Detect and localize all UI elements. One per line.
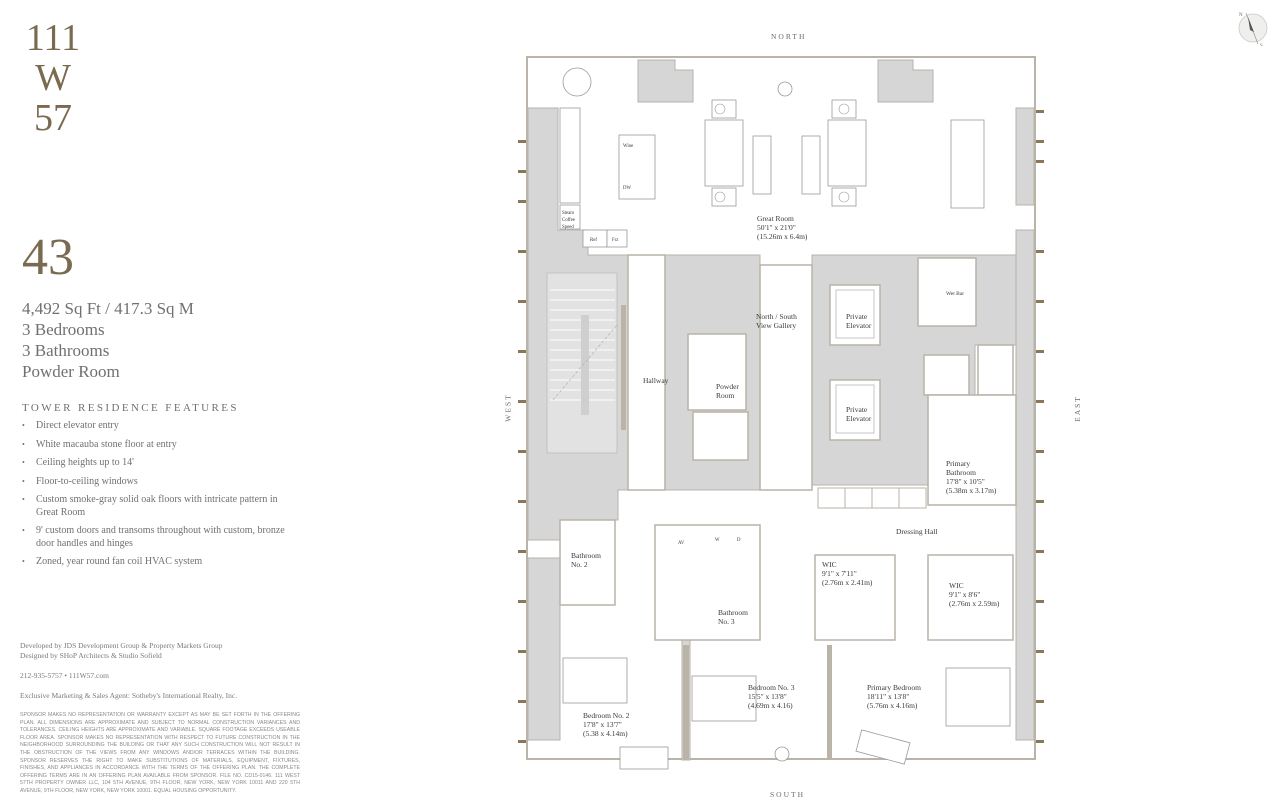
svg-text:17'8" x 10'5": 17'8" x 10'5" [946, 477, 985, 486]
svg-text:Great Room: Great Room [757, 214, 794, 223]
svg-text:Elevator: Elevator [846, 414, 872, 423]
svg-text:50'1" x 21'0": 50'1" x 21'0" [757, 223, 796, 232]
svg-text:View Gallery: View Gallery [756, 321, 796, 330]
credit-contact: 212-935-5757 • 111W57.com [20, 671, 109, 680]
svg-text:WIC: WIC [822, 560, 837, 569]
svg-text:Speed: Speed [562, 225, 574, 230]
svg-text:Bathroom: Bathroom [946, 468, 976, 477]
svg-text:Private: Private [846, 312, 868, 321]
svg-text:9'1" x 8'6": 9'1" x 8'6" [949, 590, 980, 599]
brand-line-2: W [35, 57, 71, 99]
feature-item: Direct elevator entry [22, 420, 292, 433]
svg-text:(2.76m x 2.41m): (2.76m x 2.41m) [822, 578, 873, 587]
unit-bedrooms: 3 Bedrooms [22, 320, 105, 339]
feature-item: Ceiling heights up to 14' [22, 457, 292, 470]
svg-text:Private: Private [846, 405, 868, 414]
unit-specs: 4,492 Sq Ft / 417.3 Sq M 3 Bedrooms 3 Ba… [22, 298, 194, 382]
credit-designer: Designed by SHoP Architects & Studio Sof… [20, 651, 162, 660]
credits: Developed by JDS Development Group & Pro… [20, 641, 300, 701]
svg-text:Elevator: Elevator [846, 321, 872, 330]
svg-text:WIC: WIC [949, 581, 964, 590]
svg-text:No. 2: No. 2 [571, 560, 588, 569]
svg-text:North / South: North / South [756, 312, 797, 321]
svg-text:(5.76m x 4.16m): (5.76m x 4.16m) [867, 701, 918, 710]
svg-text:Primary Bedroom: Primary Bedroom [867, 683, 921, 692]
svg-text:Ref: Ref [590, 238, 597, 243]
svg-text:Bedroom No. 3: Bedroom No. 3 [748, 683, 795, 692]
svg-text:18'11" x 13'8": 18'11" x 13'8" [867, 692, 909, 701]
unit-bathrooms: 3 Bathrooms [22, 341, 110, 360]
unit-number: 43 [22, 229, 74, 286]
floor-plan: Great Room 50'1" x 21'0" (15.26m x 6.4m)… [518, 56, 1044, 770]
svg-text:Primary: Primary [946, 459, 970, 468]
svg-text:Bathroom: Bathroom [571, 551, 601, 560]
credit-developer: Developed by JDS Development Group & Pro… [20, 641, 223, 650]
svg-text:9'1" x 7'11": 9'1" x 7'11" [822, 569, 857, 578]
svg-text:Room: Room [716, 391, 735, 400]
credit-agent: Exclusive Marketing & Sales Agent: Sothe… [20, 691, 238, 700]
direction-south: SOUTH [770, 790, 806, 799]
svg-text:Dressing Hall: Dressing Hall [896, 527, 937, 536]
compass-icon: N S [1238, 12, 1268, 46]
unit-area: 4,492 Sq Ft / 417.3 Sq M [22, 299, 194, 318]
svg-text:N: N [1239, 13, 1243, 18]
feature-item: Floor-to-ceiling windows [22, 476, 292, 489]
svg-text:DW: DW [623, 186, 631, 191]
svg-text:Bedroom No. 2: Bedroom No. 2 [583, 711, 630, 720]
unit-extra: Powder Room [22, 362, 120, 381]
svg-text:Frz: Frz [612, 238, 618, 243]
features-list: Direct elevator entry White macauba ston… [22, 420, 292, 575]
svg-text:Steam: Steam [562, 211, 574, 216]
svg-text:Wet Bar: Wet Bar [946, 291, 964, 297]
feature-item: Custom smoke-gray solid oak floors with … [22, 494, 292, 519]
feature-item: Zoned, year round fan coil HVAC system [22, 556, 292, 569]
svg-text:Wine: Wine [623, 144, 633, 149]
svg-text:Hallway: Hallway [643, 376, 669, 385]
brand-line-3: 57 [34, 97, 72, 139]
svg-text:AV: AV [678, 541, 685, 546]
svg-text:15'5" x 13'8": 15'5" x 13'8" [748, 692, 787, 701]
svg-text:(5.38m x 3.17m): (5.38m x 3.17m) [946, 486, 997, 495]
svg-text:S: S [1260, 44, 1263, 46]
feature-item: White macauba stone floor at entry [22, 439, 292, 452]
legal-disclaimer: Sponsor makes no representation or warra… [20, 712, 300, 794]
brand-logo: 111 W 57 [18, 18, 88, 138]
svg-text:(15.26m x 6.4m): (15.26m x 6.4m) [757, 232, 808, 241]
svg-text:No. 3: No. 3 [718, 617, 735, 626]
svg-text:17'8" x 13'7": 17'8" x 13'7" [583, 720, 622, 729]
svg-text:Coffee: Coffee [562, 218, 575, 223]
feature-item: 9' custom doors and transoms throughout … [22, 525, 292, 550]
brand-line-1: 111 [25, 17, 81, 59]
svg-text:(5.38 x 4.14m): (5.38 x 4.14m) [583, 729, 628, 738]
direction-north: NORTH [771, 32, 807, 41]
svg-text:W: W [715, 538, 720, 543]
direction-east: EAST [1072, 395, 1082, 422]
features-title: TOWER RESIDENCE FEATURES [22, 402, 239, 414]
svg-text:Powder: Powder [716, 382, 739, 391]
svg-text:D: D [737, 538, 741, 543]
svg-text:(4.69m x 4.16): (4.69m x 4.16) [748, 701, 793, 710]
svg-text:Bathroom: Bathroom [718, 608, 748, 617]
svg-text:(2.76m x 2.59m): (2.76m x 2.59m) [949, 599, 1000, 608]
